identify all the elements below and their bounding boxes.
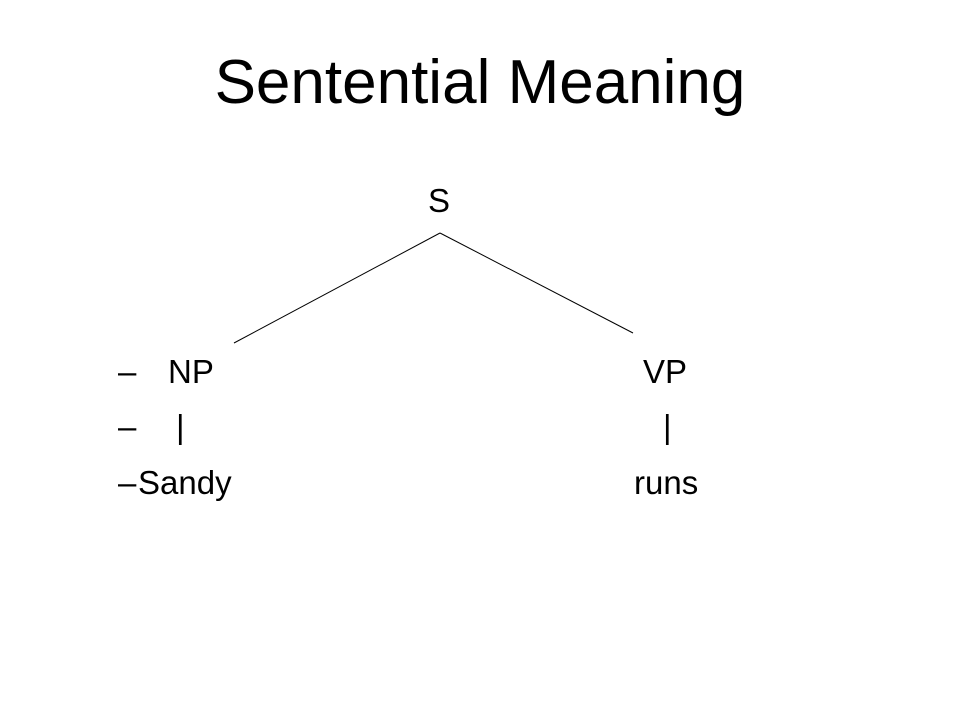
tree-leaf-sandy: Sandy xyxy=(138,464,232,501)
tree-leaf-runs: runs xyxy=(634,464,699,501)
branch-s-to-np xyxy=(233,232,441,344)
bullet-marker: – xyxy=(118,464,137,501)
vp-connector: | xyxy=(663,408,672,445)
bullet-marker: – xyxy=(118,353,137,390)
np-connector: | xyxy=(176,408,185,445)
slide-title: Sentential Meaning xyxy=(214,48,746,117)
tree-node-np: NP xyxy=(168,353,214,390)
tree-node-s: S xyxy=(428,182,451,219)
branch-s-to-vp xyxy=(439,232,634,334)
bullet-marker: – xyxy=(118,408,137,445)
tree-node-vp: VP xyxy=(643,353,688,390)
